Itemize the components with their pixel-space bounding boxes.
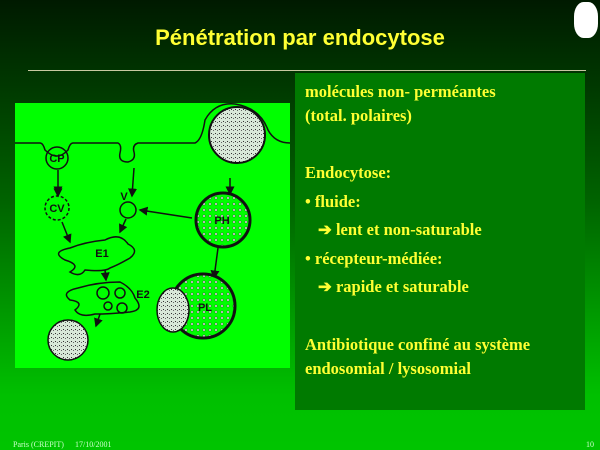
endocytosis-diagram: CP CV V E1 E2 PH PL: [15, 103, 290, 368]
lysosome: [47, 319, 89, 361]
conclusion-line-1: Antibiotique confiné au système: [305, 335, 531, 354]
label-ph: PH: [214, 215, 229, 227]
sub-recepteur: ➔ rapide et saturable: [318, 277, 469, 296]
footer-location: Paris (CREPIT): [13, 440, 64, 449]
institution-logo: [574, 2, 598, 38]
bullet-fluide: • fluide:: [305, 192, 361, 211]
vesicle: [119, 201, 137, 219]
slide-title: Pénétration par endocytose: [155, 25, 445, 50]
footer-date: 17/10/2001: [75, 440, 112, 449]
text-line-2: (total. polaires): [305, 106, 412, 125]
label-cp: CP: [49, 153, 64, 165]
title-divider: [28, 70, 586, 71]
label-pl: PL: [198, 302, 212, 314]
late-endosome: [65, 281, 140, 317]
label-v: V: [120, 191, 128, 203]
conclusion-line-2: endosomial / lysosomial: [305, 359, 471, 378]
lysosome-small: [156, 287, 190, 333]
cell-membrane: [15, 103, 290, 163]
phagosome: [194, 191, 252, 249]
endocytose-heading: Endocytose:: [305, 163, 392, 182]
bullet-recepteur: • récepteur-médiée:: [305, 249, 443, 268]
label-e1: E1: [95, 248, 108, 260]
text-line-1: molécules non- perméantes: [305, 82, 496, 101]
text-panel: [295, 73, 585, 410]
early-endosome: [57, 236, 136, 276]
page-number: 10: [586, 440, 594, 449]
label-cv: CV: [49, 203, 65, 215]
label-e2: E2: [136, 289, 149, 301]
sub-fluide: ➔ lent et non-saturable: [318, 220, 482, 239]
coated-pit: [45, 146, 69, 170]
phagocytosed-particle: [208, 106, 266, 164]
